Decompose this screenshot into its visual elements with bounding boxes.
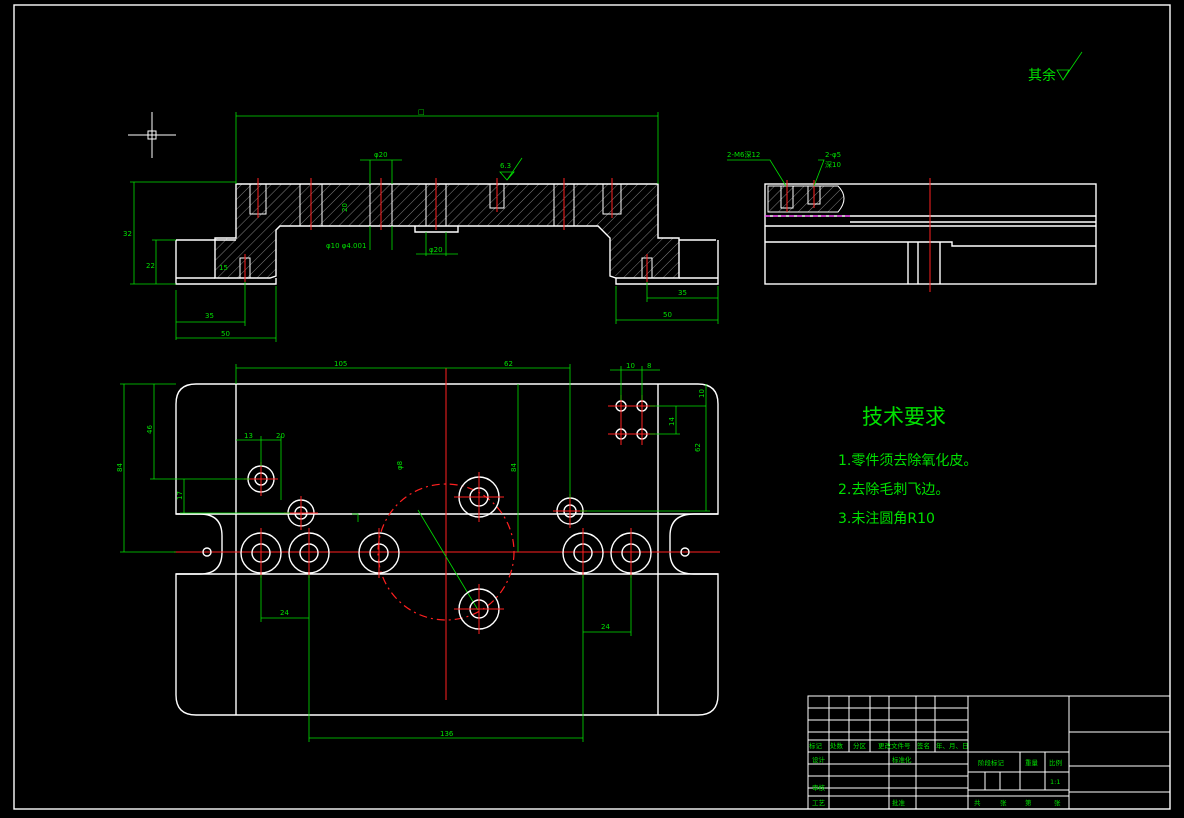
tb-h-sign: 签名 (917, 741, 930, 750)
side-thread-note: 2-M6深12 (727, 150, 760, 159)
section-centerlines (244, 178, 648, 282)
dim-overall: □ (418, 108, 425, 116)
side-hole-note-b: 深10 (825, 160, 841, 169)
tb-h-count: 处数 (830, 741, 844, 750)
tb-sheets-total-unit: 张 (1000, 798, 1007, 807)
dim-17: 17 (176, 491, 184, 500)
hole-callout: φ10 φ4.001 (326, 242, 366, 250)
dim-15: 15 (219, 264, 228, 272)
dim-13: 13 (244, 432, 253, 440)
side-hole-note-a: 2-φ5 (825, 151, 841, 159)
tb-review: 审核 (812, 783, 826, 792)
section-view: □ 32 22 15 35 50 35 50 (123, 108, 719, 342)
dim-phi8: φ8 (396, 461, 404, 470)
tb-process: 工艺 (812, 799, 826, 807)
dim-22: 22 (146, 262, 155, 270)
dim-62-right: 62 (694, 443, 702, 452)
dim-24-left: 24 (280, 609, 289, 617)
tb-sheet-no: 第 (1025, 798, 1032, 807)
tb-sheets-total: 共 (974, 798, 981, 807)
title-block: 标记 处数 分区 更改文件号 签名 年、月、日 设计 标准化 审核 工艺 批准 … (807, 695, 1171, 810)
dim-phi20-top: φ20 (374, 151, 388, 159)
section-hatch (215, 184, 679, 278)
side-view: 2-M6深12 2-φ5 深10 (727, 150, 1097, 292)
dim-46: 46 (146, 425, 154, 434)
tb-stage: 阶段标记 (978, 758, 1005, 767)
dim-32: 32 (123, 230, 132, 238)
tb-design: 设计 (812, 755, 826, 764)
tb-h-mark: 标记 (809, 741, 823, 750)
plan-hole-centerlines (244, 395, 655, 634)
dim-10: 10 (626, 362, 635, 370)
tech-item-1: 1.零件须去除氧化皮。 (838, 453, 977, 469)
dim-10-right: 10 (698, 389, 706, 398)
dim-20-depth: 20 (341, 203, 349, 212)
dim-84-left: 84 (116, 463, 124, 472)
dim-136: 136 (440, 730, 454, 738)
dim-20: 20 (276, 432, 285, 440)
tech-item-3: 3.未注圆角R10 (838, 511, 935, 527)
tech-item-2: 2.去除毛刺飞边。 (838, 482, 949, 498)
dim-84-mid: 84 (510, 463, 518, 472)
dim-62-top: 62 (504, 360, 513, 368)
tb-approve: 批准 (892, 798, 906, 807)
section-outline (214, 183, 680, 279)
dim-105: 105 (334, 360, 347, 368)
dim-phi20-bottom: φ20 (429, 246, 443, 254)
surface-note-text: 其余 (1028, 67, 1056, 84)
tb-sheet-no-unit: 张 (1054, 798, 1061, 807)
tech-requirements: 技术要求 1.零件须去除氧化皮。 2.去除毛刺飞边。 3.未注圆角R10 (838, 405, 977, 527)
dim-right-50: 50 (663, 311, 672, 319)
section-dimensions: □ 32 22 15 35 50 35 50 (123, 108, 719, 342)
dim-24-right: 24 (601, 623, 610, 631)
dim-left-50: 50 (221, 330, 230, 338)
tech-title: 技术要求 (862, 405, 946, 429)
dim-8: 8 (647, 362, 651, 370)
roughness-6-3: 6.3 (500, 162, 511, 170)
tb-standardize: 标准化 (892, 755, 912, 764)
plan-dimensions: 105 62 10 8 84 46 13 20 17 84 (116, 360, 710, 742)
drawing-border (13, 4, 1171, 810)
tb-h-date: 年、月、日 (936, 741, 969, 750)
tb-scale: 比例 (1049, 758, 1062, 767)
tb-scale-value: 1:1 (1050, 778, 1060, 786)
plan-view: 105 62 10 8 84 46 13 20 17 84 (116, 360, 720, 742)
dim-left-35: 35 (205, 312, 214, 320)
surface-roughness-note: 其余 (1028, 51, 1083, 84)
dim-right-35: 35 (678, 289, 687, 297)
dim-14: 14 (668, 417, 676, 426)
ucs-crosshair-icon (128, 112, 176, 158)
tb-h-zone: 分区 (853, 741, 867, 750)
tb-weight: 重量 (1025, 759, 1039, 767)
tb-h-doc: 更改文件号 (878, 741, 911, 750)
